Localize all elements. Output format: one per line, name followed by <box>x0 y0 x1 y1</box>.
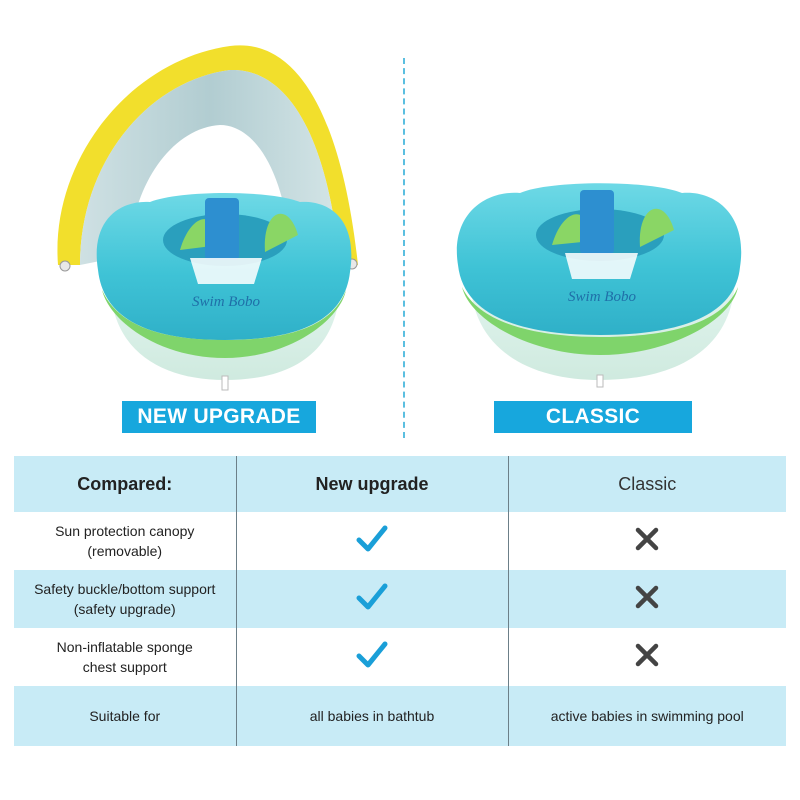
new-upgrade-float-image: Swim Bobo <box>40 40 380 400</box>
comparison-table: Compared: New upgrade Classic Sun protec… <box>14 456 786 746</box>
feature-cell: Safety buckle/bottom support (safety upg… <box>14 570 236 628</box>
header-classic: Classic <box>507 456 786 512</box>
suitable-classic: active babies in swimming pool <box>507 686 786 746</box>
feature-note: (safety upgrade) <box>73 601 176 617</box>
table-row: Non-inflatable sponge chest support <box>14 628 786 686</box>
feature-text: Non-inflatable sponge <box>56 639 193 655</box>
new-upgrade-label: NEW UPGRADE <box>122 401 316 433</box>
check-icon <box>356 641 388 667</box>
table-row: Sun protection canopy (removable) <box>14 512 786 570</box>
suitable-label: Suitable for <box>89 708 161 724</box>
product-comparison-images: Swim Bobo <box>40 40 750 438</box>
check-icon <box>356 583 388 609</box>
cross-icon <box>636 527 659 550</box>
brand-logo: Swim Bobo <box>568 289 636 305</box>
new-upgrade-cell <box>235 570 508 628</box>
classic-cell <box>507 570 786 628</box>
classic-cell <box>507 628 786 686</box>
table-header-row: Compared: New upgrade Classic <box>14 456 786 512</box>
classic-float-image: Swim Bobo <box>450 175 750 390</box>
classic-label: CLASSIC <box>494 401 692 433</box>
feature-cell: Sun protection canopy (removable) <box>14 512 236 570</box>
cross-icon <box>636 585 659 608</box>
feature-text: Safety buckle/bottom support <box>34 581 216 597</box>
header-compared: Compared: <box>14 456 236 512</box>
suitable-new-upgrade: all babies in bathtub <box>235 686 508 746</box>
dashed-divider <box>403 58 405 438</box>
feature-note: chest support <box>82 659 167 675</box>
header-new-upgrade: New upgrade <box>235 456 508 512</box>
cross-icon <box>636 643 659 666</box>
feature-cell: Non-inflatable sponge chest support <box>14 628 236 686</box>
new-upgrade-cell <box>235 512 508 570</box>
feature-note: (removable) <box>87 543 163 559</box>
classic-cell <box>507 512 786 570</box>
table-row-suitable: Suitable for all babies in bathtub activ… <box>14 686 786 746</box>
new-upgrade-cell <box>235 628 508 686</box>
feature-text: Sun protection canopy <box>55 523 195 539</box>
table-row: Safety buckle/bottom support (safety upg… <box>14 570 786 628</box>
check-icon <box>356 525 388 551</box>
brand-logo: Swim Bobo <box>192 294 260 310</box>
